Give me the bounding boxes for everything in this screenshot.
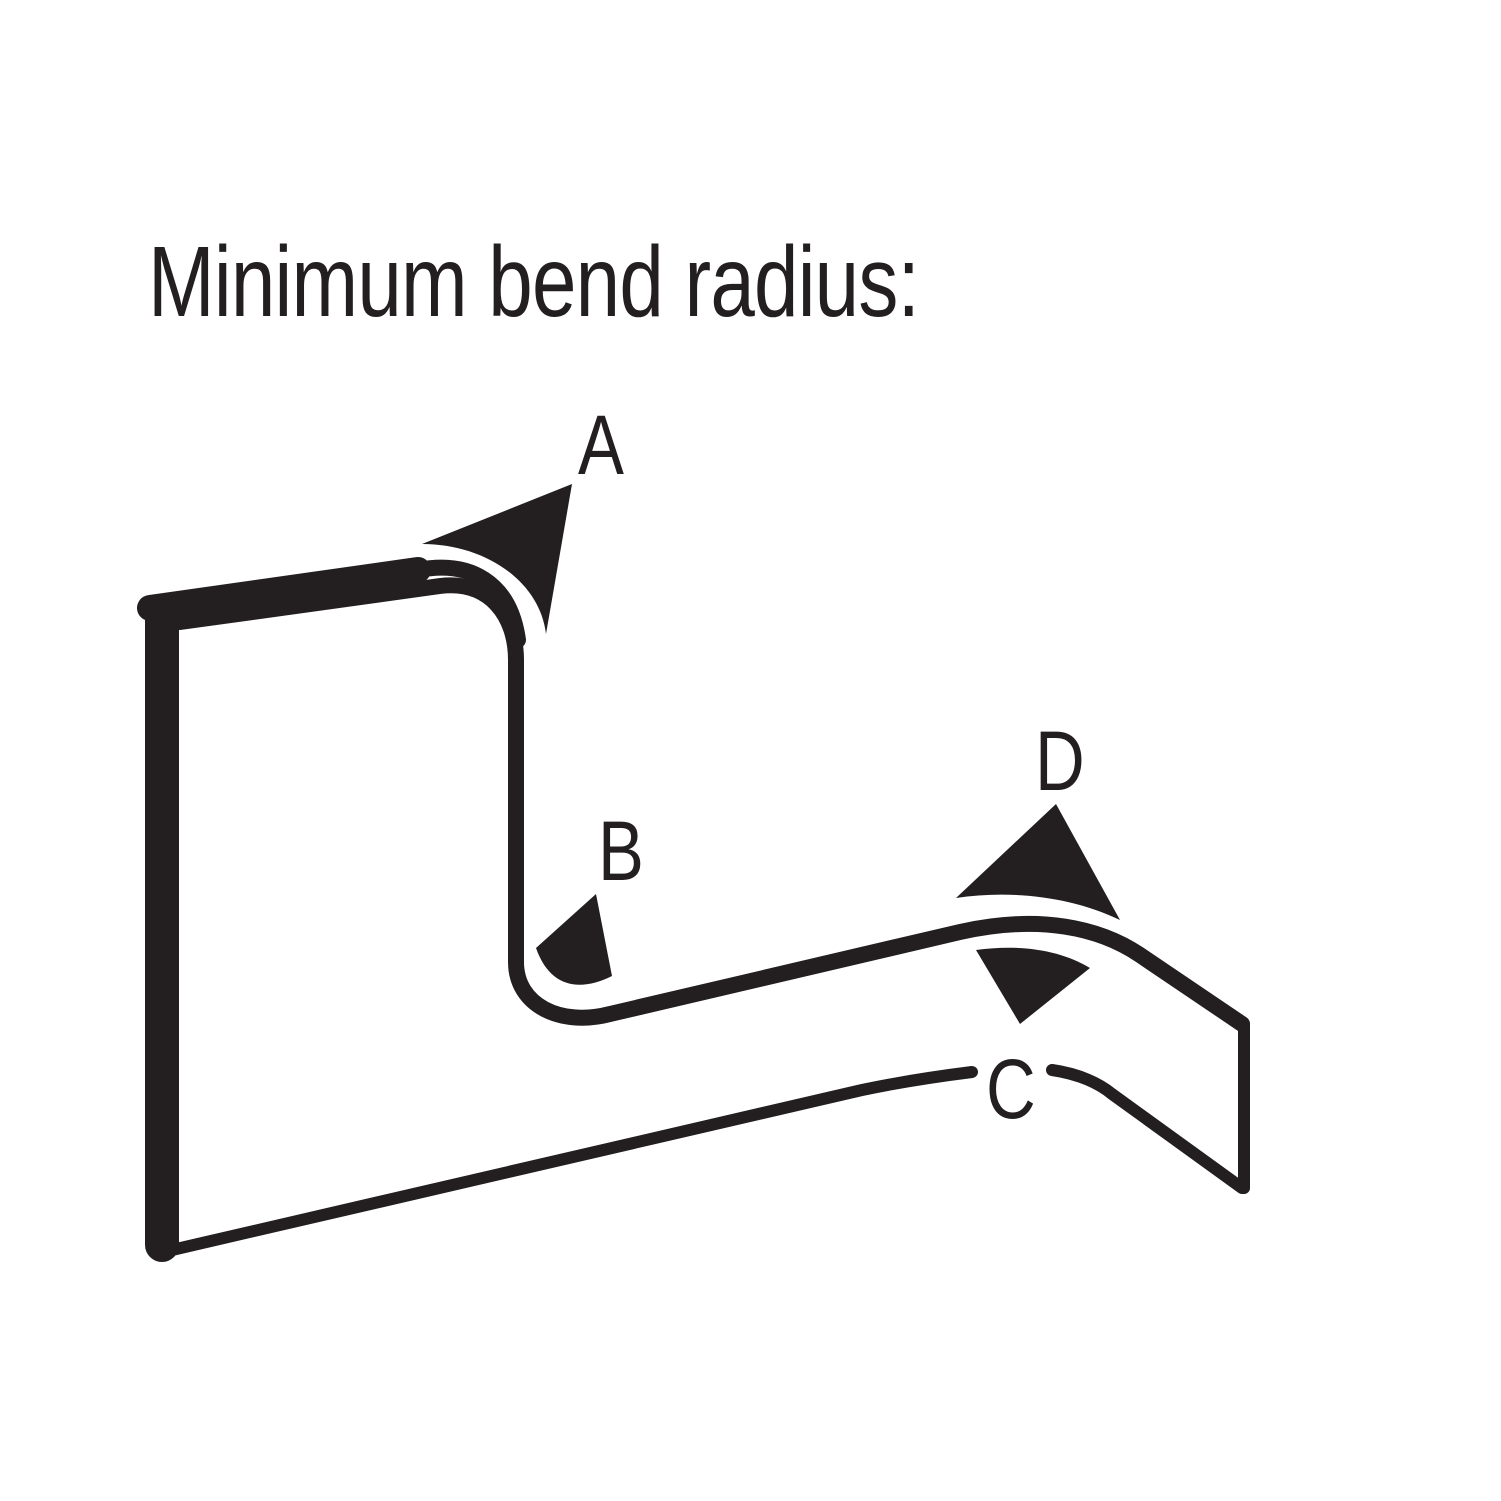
bend-marker-d xyxy=(956,804,1120,920)
profile-upper-outline xyxy=(172,577,1250,1032)
profile-top-edge xyxy=(137,557,431,621)
label-b: B xyxy=(598,805,644,899)
label-a: A xyxy=(578,399,625,493)
diagram-title: Minimum bend radius: xyxy=(148,226,920,338)
label-c: C xyxy=(986,1043,1036,1137)
bend-marker-a xyxy=(422,484,572,634)
bend-marker-c xyxy=(976,947,1090,1024)
label-d: D xyxy=(1035,715,1085,809)
profile-outer-bend xyxy=(410,559,526,648)
bent-profile xyxy=(137,557,1250,1262)
profile-bottom-edge-right xyxy=(1046,1064,1248,1194)
profile-bottom-edge-left xyxy=(166,1066,978,1256)
bend-marker-b xyxy=(536,894,612,985)
